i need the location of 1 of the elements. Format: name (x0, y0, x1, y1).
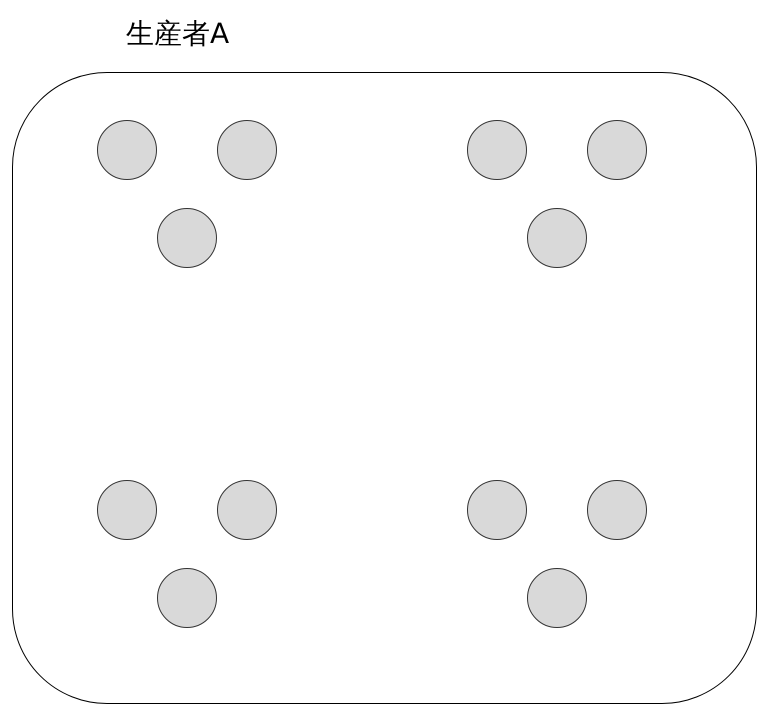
group-title: 生産者A (126, 16, 230, 52)
